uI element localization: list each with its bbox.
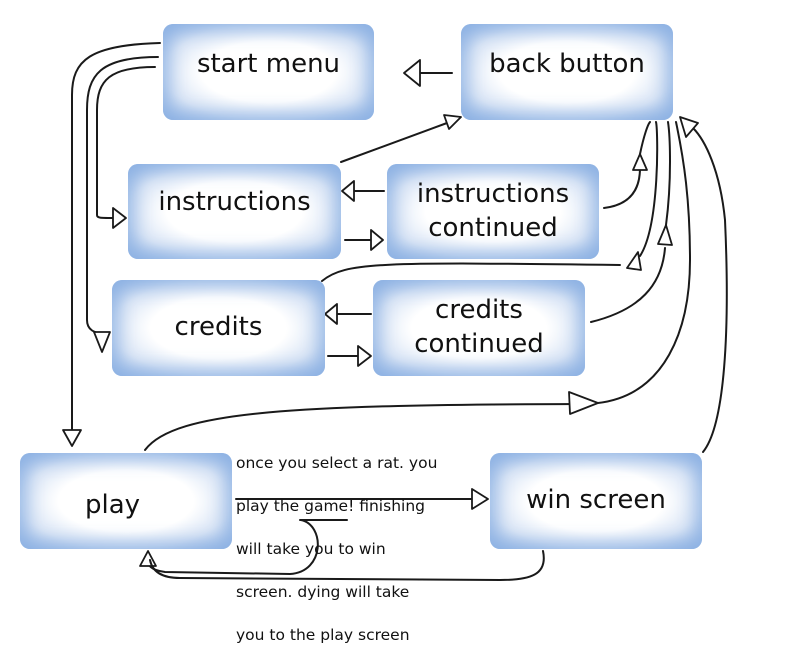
note-line: once you select a rat. you [236,453,438,472]
arrow-win-to-back [692,127,728,453]
credits-continued-node: credits continued [373,280,585,376]
arrowhead [112,207,127,229]
connector [639,121,659,257]
back-button-node: back button [461,24,673,120]
note-line: screen. dying will take [236,582,410,601]
arrowhead [568,391,599,415]
credits-continued-label-line2: continued [414,329,544,359]
arrowhead [443,114,462,130]
win-screen-label: win screen [526,485,666,516]
instructions-label: instructions [158,187,311,217]
instructions-continued-label-line1: instructions [416,178,570,209]
arrow-instrc-to-back [603,167,641,209]
credits-label: credits [174,312,263,343]
arrow-start-to-instructions [96,66,156,219]
arrowhead [626,251,642,271]
arrowhead [357,345,372,367]
note-line: play the game! finishing [236,496,425,515]
win-screen-node: win screen [490,453,702,549]
arrowhead [341,180,355,202]
arrow-creditsc-to-back [590,247,666,323]
flow-arrows [62,42,728,581]
arrowhead [62,429,82,447]
note-line: you to the play screen [236,625,410,644]
arrowhead [93,331,111,353]
connector [597,121,691,404]
arrow-credits-to-back [321,262,621,282]
arrow-instructions-to-back [340,122,448,163]
arrowhead [370,229,384,251]
instructions-node: instructions [128,164,341,259]
arrow-play-to-back [144,403,581,451]
play-node: play [20,453,232,549]
back-button-label: back button [489,49,645,79]
arrowhead [632,153,648,171]
arrowhead [139,550,157,567]
arrow-win-to-play [149,550,545,581]
arrow-start-to-play [71,42,161,431]
arrowhead [471,488,489,510]
instructions-continued-node: instructions continued [387,164,599,259]
arrowhead [679,116,699,138]
connector [665,121,671,226]
instructions-continued-label-line2: continued [428,212,558,243]
start-menu-node: start menu [163,24,374,120]
note-line: will take you to win [236,539,386,558]
play-note: once you select a rat. you play the game… [236,431,476,668]
arrowhead [403,59,421,87]
credits-continued-label-line1: credits [435,295,523,326]
credits-node: credits [112,280,325,376]
play-label: play [85,490,141,521]
arrowhead [657,224,673,246]
connector [639,121,651,155]
start-menu-label: start menu [196,49,341,79]
arrowhead [324,303,338,325]
